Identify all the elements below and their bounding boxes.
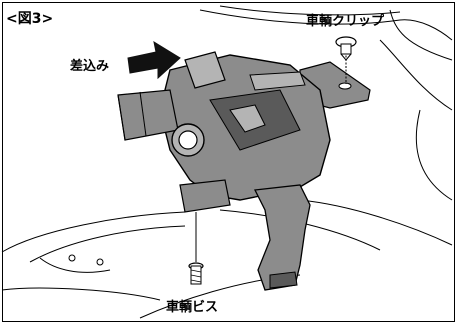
vehicle-clip-icon [335,36,357,84]
insert-direction-arrow [127,40,181,80]
vehicle-panel-top [199,5,453,201]
vehicle-panel-bottom [1,199,453,319]
figure-label: <図3> [6,11,54,27]
lamp-stay-leg [179,179,311,291]
callout-insert: 差込み [70,59,110,74]
callout-vehicle-screw: 車輌ビス [166,300,219,315]
callout-vehicle-clip: 車輌クリップ [306,14,385,29]
vehicle-screw-icon [188,212,204,285]
lamp-housing [117,51,331,201]
